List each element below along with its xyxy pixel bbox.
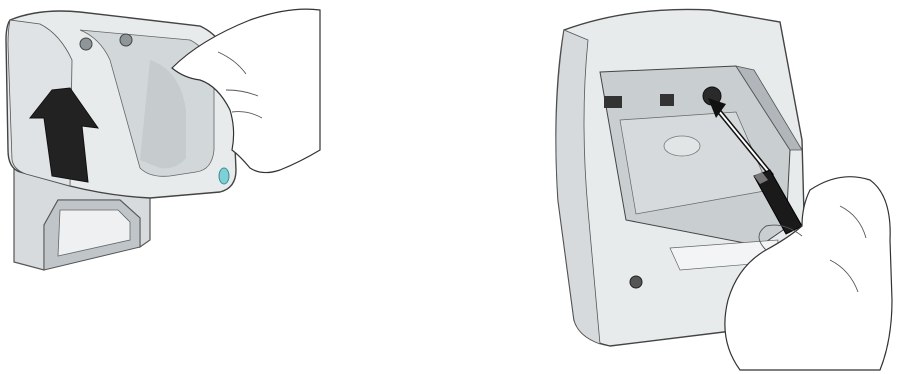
underside-release-drawing	[540, 0, 899, 374]
slot-left	[604, 96, 622, 108]
indicator-light	[219, 168, 229, 184]
step-1-illustration	[0, 0, 330, 374]
slot-middle	[660, 94, 674, 106]
step-2-illustration	[540, 0, 899, 374]
cradle-lift-drawing	[0, 0, 330, 374]
